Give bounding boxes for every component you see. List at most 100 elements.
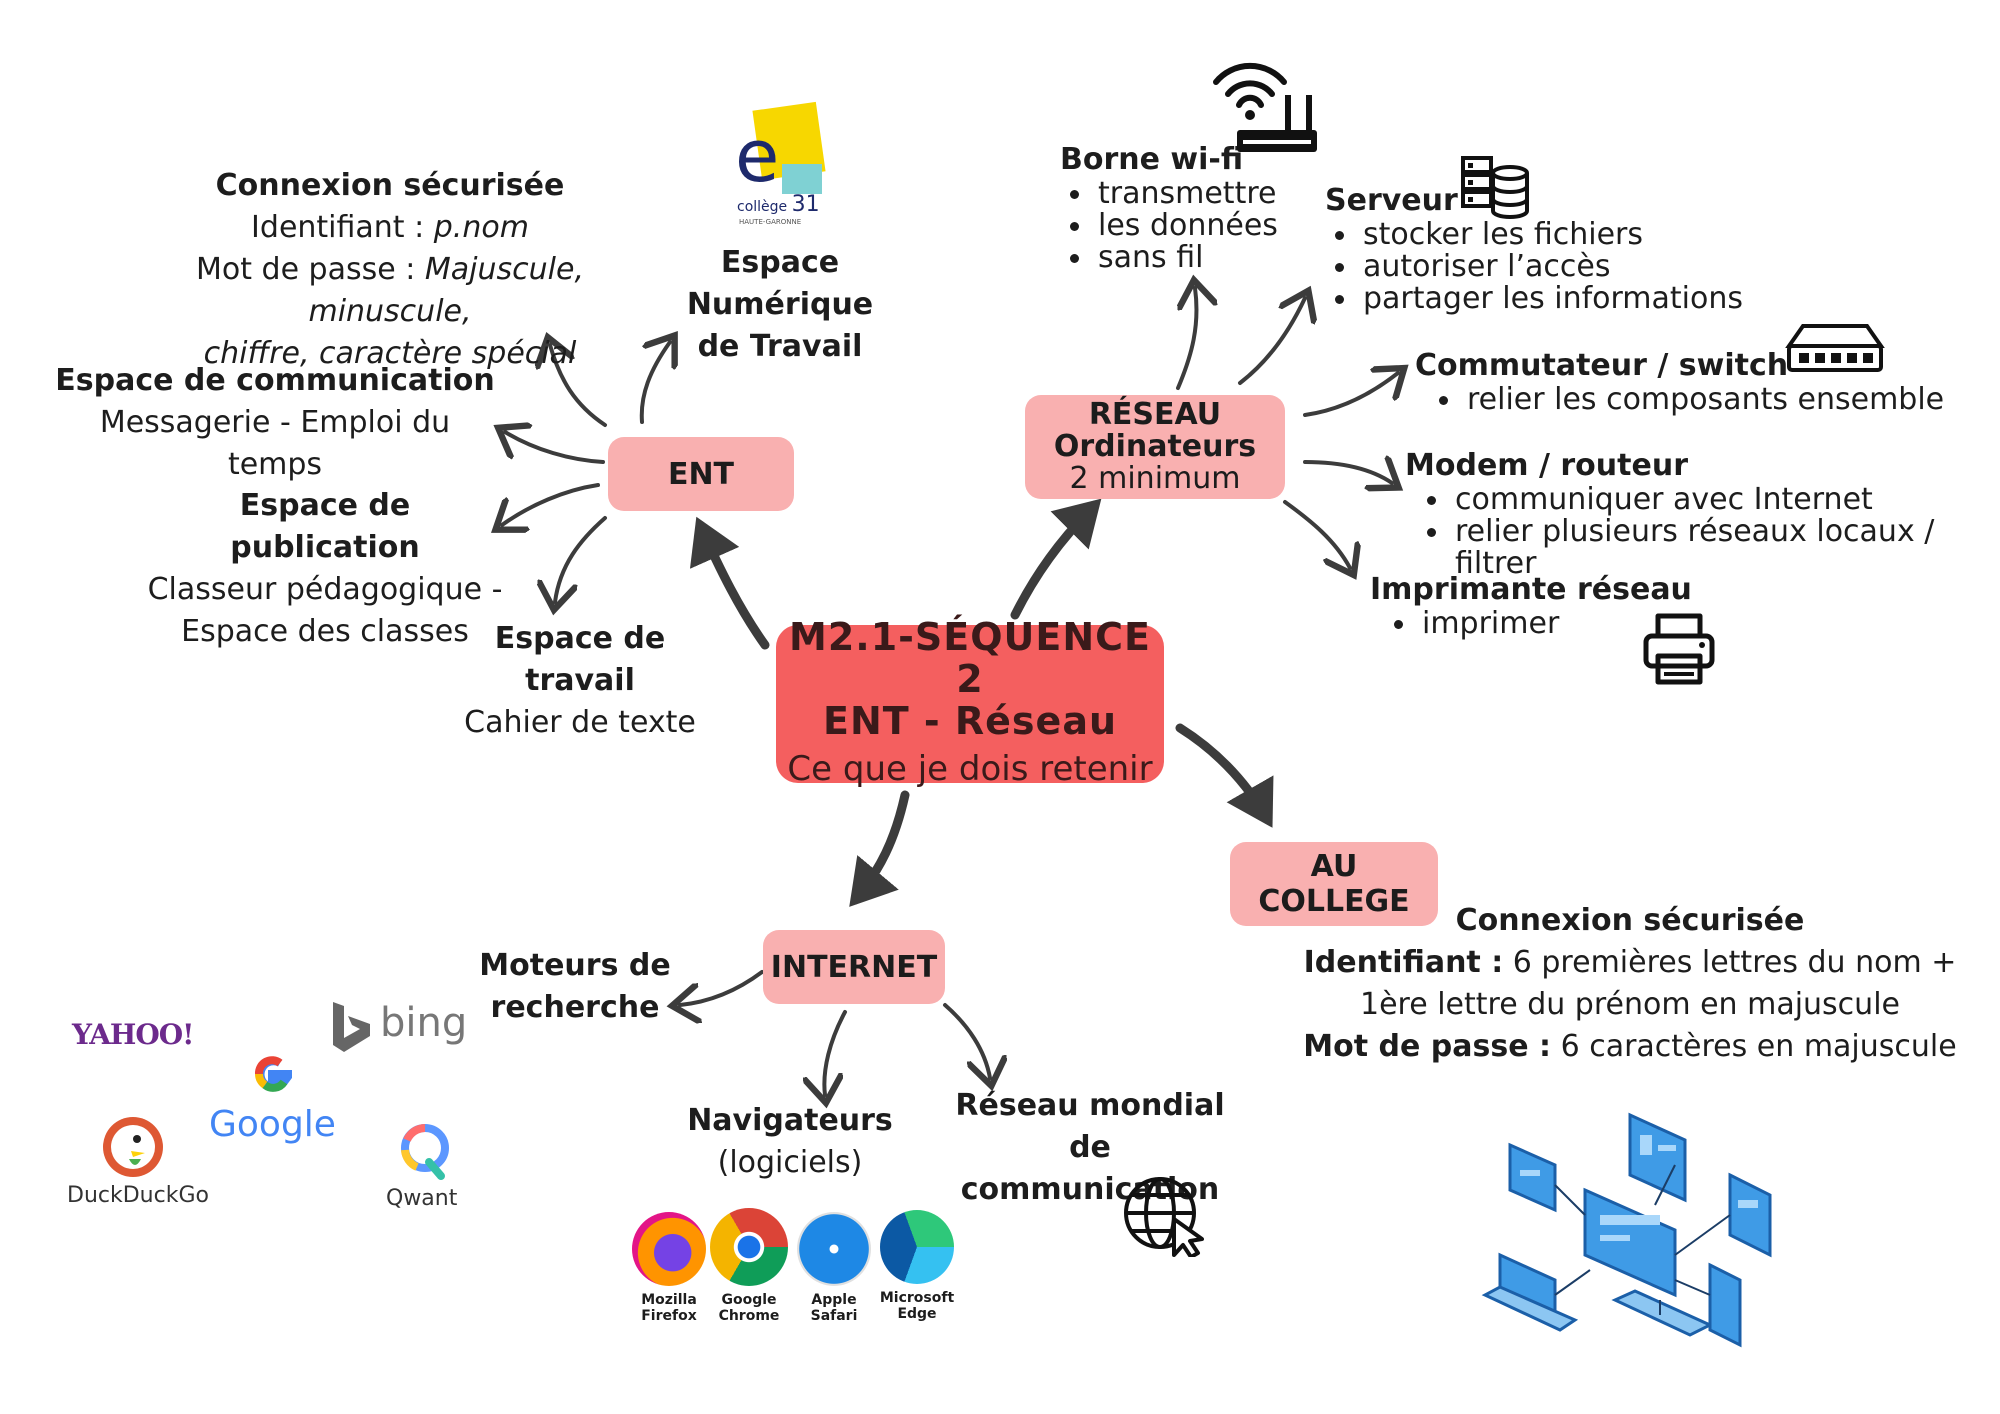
arrow-internet-navigateurs	[824, 1010, 847, 1095]
logo-college-text: collège	[737, 199, 788, 215]
arrow-reseau-switch	[1303, 373, 1398, 417]
ent-communication: Espace de communication Messagerie - Emp…	[55, 360, 495, 486]
imprimante-item: imprimer	[1384, 608, 1710, 640]
college-connexion: Connexion sécurisée Identifiant : 6 prem…	[1290, 900, 1970, 1068]
navigateurs-block: Navigateurs (logiciels)	[680, 1100, 900, 1184]
ent-connexion: Connexion sécurisée Identifiant : p.nom …	[125, 165, 655, 375]
ent-connexion-id: Identifiant : p.nom	[125, 207, 655, 249]
college31-logo: e collège 31 HAUTE-GARONNE	[735, 100, 835, 230]
serveur-item: stocker les fichiers	[1325, 219, 1765, 251]
modem-list: communiquer avec Internet relier plusieu…	[1405, 484, 1995, 580]
ent-mdp-value1: Majuscule, minuscule,	[308, 252, 584, 329]
reseau-node: RÉSEAU Ordinateurs 2 minimum	[1025, 395, 1285, 499]
publication-text2: Espace des classes	[181, 614, 469, 649]
ent-label: ENT	[667, 456, 735, 492]
college31-logo-text: collège 31	[737, 192, 820, 217]
safari-line1: Apple	[811, 1292, 857, 1308]
serveur-item: partager les informations	[1325, 283, 1765, 315]
wifi-item: transmettre	[1060, 178, 1320, 210]
wifi-list: transmettre les données sans fil	[1060, 178, 1320, 274]
ent-travail: Espace de travail Cahier de texte	[440, 618, 720, 744]
arrow-ent-espace	[639, 342, 670, 424]
reseau-label2: Ordinateurs	[1053, 429, 1257, 464]
imprimante-block: Imprimante réseau imprimer	[1370, 572, 1710, 640]
arrow-ent-travail	[555, 516, 607, 602]
moteurs-line1: Moteurs de	[479, 948, 671, 983]
safari-line2: Safari	[810, 1308, 858, 1324]
ent-mdp-value2: chiffre, caractère spécial	[203, 336, 577, 371]
wifi-title: Borne wi-fi	[1060, 142, 1244, 177]
edge-icon	[880, 1210, 954, 1284]
college-label: AU COLLEGE	[1258, 849, 1410, 919]
switch-block: Commutateur / switch relier les composan…	[1415, 348, 1975, 416]
firefox-icon	[632, 1212, 706, 1286]
arrow-center-college	[1175, 723, 1274, 828]
bing-b-icon	[333, 1002, 370, 1052]
edge-line2: Edge	[897, 1306, 937, 1322]
duck-text: DuckDuckGo	[67, 1183, 209, 1208]
mondial-block: Réseau mondial de communication	[930, 1085, 1250, 1211]
college-id-label: Identifiant :	[1303, 945, 1504, 980]
serveur-item: autoriser l’accès	[1325, 251, 1765, 283]
espace-num-line2: Numérique	[686, 287, 874, 322]
navigateurs-title: Navigateurs	[687, 1103, 893, 1138]
modem-title: Modem / routeur	[1405, 448, 1688, 483]
wifi-router-icon	[1213, 63, 1317, 152]
google-text: Google	[209, 1104, 336, 1145]
wifi-block: Borne wi-fi transmettre les données sans…	[1060, 142, 1320, 274]
arrow-reseau-wifi	[1178, 288, 1196, 390]
arrow-internet-mondial	[943, 1003, 990, 1078]
qwant-q-icon	[401, 1124, 449, 1180]
switch-title: Commutateur / switch	[1415, 348, 1789, 383]
communication-text: Messagerie - Emploi du temps	[99, 405, 451, 482]
ent-connexion-title: Connexion sécurisée	[215, 168, 565, 203]
arrow-center-internet	[849, 790, 910, 907]
serveur-block: Serveur stocker les fichiers autoriser l…	[1325, 183, 1765, 315]
safari-icon	[797, 1212, 871, 1286]
moteurs-block: Moteurs de recherche	[470, 945, 680, 1029]
edge-line1: Microsoft	[879, 1290, 955, 1306]
network-devices-illustration	[1481, 1112, 1772, 1348]
center-subtitle: Ce que je dois retenir	[787, 749, 1153, 789]
arrow-reseau-serveur	[1238, 298, 1305, 385]
college31-logo-letter: e	[735, 114, 780, 198]
ent-node: ENT	[608, 437, 794, 511]
college-id: Identifiant : 6 premières lettres du nom…	[1290, 942, 1970, 984]
arrow-center-reseau	[1010, 498, 1102, 620]
ent-id-label: Identifiant :	[251, 210, 425, 245]
college-id-text1: 6 premières lettres du nom +	[1512, 945, 1957, 980]
yahoo-logo: YAHOO!	[72, 1018, 194, 1051]
center-node: M2.1-SÉQUENCE 2 ENT - Réseau Ce que je d…	[776, 616, 1164, 789]
college-mdp-label: Mot de passe :	[1303, 1029, 1552, 1064]
firefox-line1: Mozilla	[641, 1292, 697, 1308]
arrow-reseau-imprimante	[1283, 500, 1350, 568]
ent-connexion-mdp: Mot de passe : Majuscule, minuscule,	[125, 249, 655, 333]
center-title-line2: ENT - Réseau	[822, 699, 1118, 743]
server-icon	[1461, 156, 1529, 219]
communication-title: Espace de communication	[55, 363, 495, 398]
espace-num-line1: Espace	[720, 245, 840, 280]
mondial-line1: Réseau mondial de	[955, 1088, 1225, 1165]
modem-block: Modem / routeur communiquer avec Interne…	[1405, 448, 1995, 580]
google-g-icon	[254, 1056, 292, 1092]
center-title-line1: M2.1-SÉQUENCE 2	[789, 615, 1151, 701]
firefox-line2: Firefox	[641, 1308, 697, 1324]
arrow-ent-communication	[505, 432, 605, 464]
imprimante-title: Imprimante réseau	[1370, 572, 1692, 607]
switch-list: relier les composants ensemble	[1415, 384, 1975, 416]
ent-espace-numerique: Espace Numérique de Travail	[670, 242, 890, 368]
serveur-title: Serveur	[1325, 183, 1458, 218]
arrow-ent-connexion	[550, 345, 607, 427]
reseau-label1: RÉSEAU	[1088, 397, 1222, 432]
logo-num: 31	[791, 192, 820, 217]
arrow-ent-publication	[502, 483, 600, 525]
switch-icon	[1785, 324, 1885, 372]
publication-title: Espace de publication	[230, 488, 420, 565]
college-title: Connexion sécurisée	[1455, 903, 1805, 938]
